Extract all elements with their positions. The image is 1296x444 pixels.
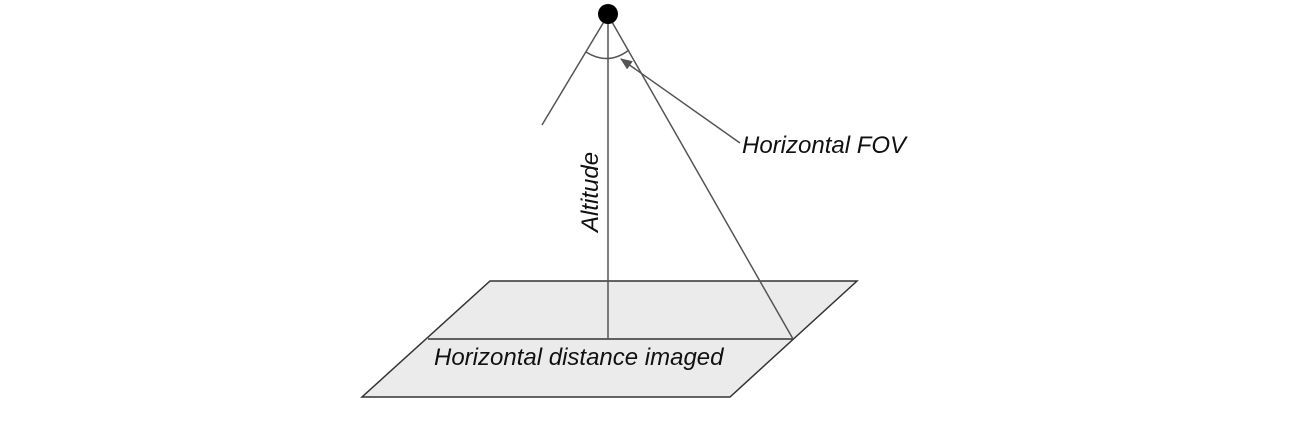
fov-pointer-arrow bbox=[620, 58, 741, 144]
fov-label: Horizontal FOV bbox=[742, 132, 908, 159]
fov-arc bbox=[585, 49, 630, 60]
ground-distance-label: Horizontal distance imaged bbox=[434, 344, 724, 371]
camera-point-icon bbox=[598, 4, 618, 24]
fov-left-ray bbox=[541, 14, 609, 126]
altitude-label: Altitude bbox=[577, 152, 604, 234]
fov-right-ray bbox=[607, 14, 794, 340]
